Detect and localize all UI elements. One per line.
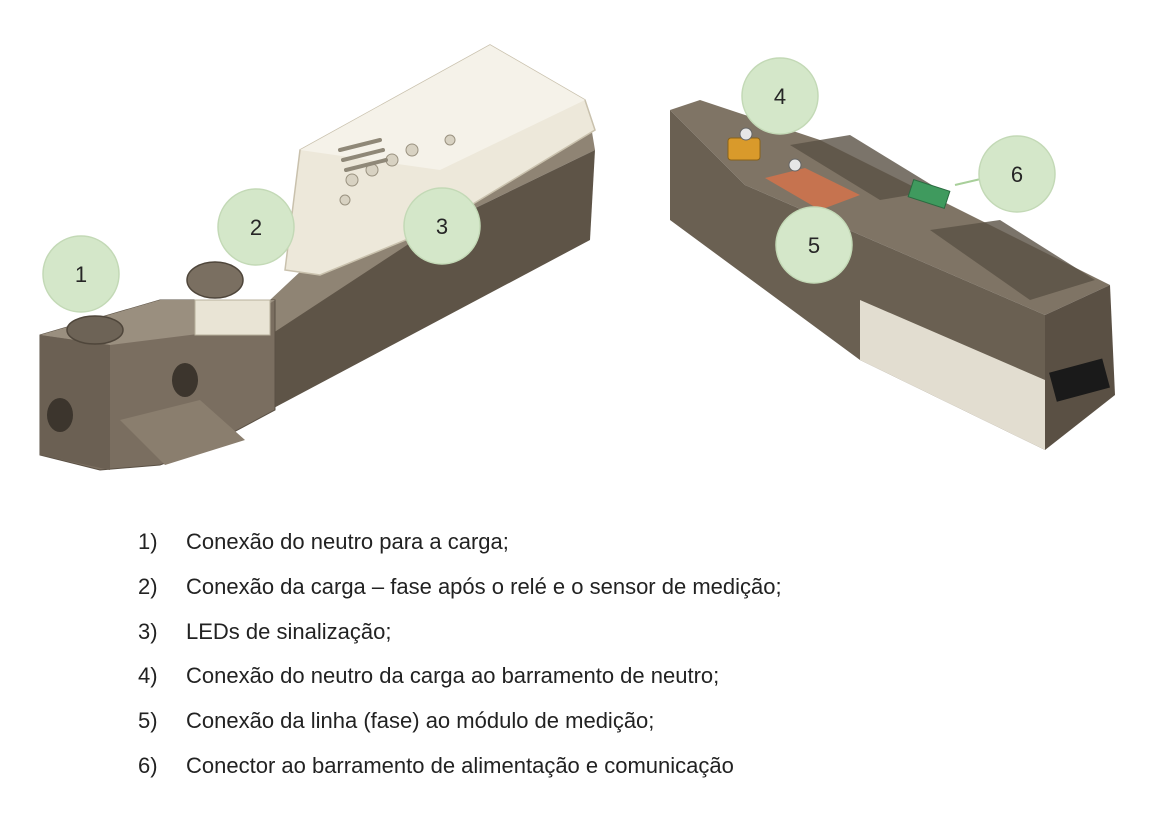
legend-item: 5) Conexão da linha (fase) ao módulo de m… <box>138 707 782 752</box>
svg-text:2: 2 <box>250 215 262 240</box>
svg-text:3: 3 <box>436 214 448 239</box>
callout-5: 5 <box>775 206 853 284</box>
neutral-terminal-pin <box>739 127 753 141</box>
legend-item: 3) LEDs de sinalização; <box>138 618 782 663</box>
left-module-cover-shade <box>300 45 585 170</box>
legend-text: Conector ao barramento de alimentação e … <box>186 752 734 778</box>
callout-1: 1 <box>42 235 120 313</box>
svg-text:6: 6 <box>1011 162 1023 187</box>
left-module <box>39 44 596 471</box>
neutral-screw-terminal <box>47 398 73 432</box>
led-indicators <box>339 134 456 206</box>
phase-terminal-pin <box>788 158 802 172</box>
end-label <box>1049 358 1110 402</box>
callout-4: 4 <box>741 57 819 135</box>
left-module-front-face <box>270 150 595 410</box>
svg-text:4: 4 <box>774 84 786 109</box>
led-indicator <box>345 173 359 187</box>
legend-item: 4) Conexão do neutro da carga ao barramen… <box>138 662 782 707</box>
right-module-light-base <box>860 300 1045 450</box>
legend-text: Conexão da linha (fase) ao módulo de med… <box>186 708 655 734</box>
legend-number: 3) <box>138 618 158 644</box>
legend-number: 2) <box>138 573 158 599</box>
legend-number: 5) <box>138 708 158 734</box>
load-screw-terminal <box>172 363 198 397</box>
svg-text:1: 1 <box>75 262 87 287</box>
neutral-terminal <box>727 137 761 161</box>
legend-number: 4) <box>138 663 158 689</box>
callout-2: 2 <box>217 188 295 266</box>
legend-item: 1) Conexão do neutro para a carga; <box>138 528 782 573</box>
legend-text: Conexão do neutro para a carga; <box>186 529 509 554</box>
phase-terminal-copper <box>765 168 860 210</box>
legend-number: 6) <box>138 752 158 778</box>
device-illustration: 1 2 3 4 5 6 <box>39 44 1115 471</box>
legend-number: 1) <box>138 529 158 554</box>
legend-text: LEDs de sinalização; <box>186 618 392 644</box>
legend-text: Conexão do neutro da carga ao barramento… <box>186 663 720 689</box>
left-terminal-front <box>40 335 110 470</box>
svg-text:5: 5 <box>808 233 820 258</box>
cover-vent-slots <box>338 138 388 172</box>
vent-grille-rear <box>930 220 1095 300</box>
vent-grille-front <box>790 135 940 200</box>
legend-text: Conexão da carga – fase após o relé e o … <box>186 573 782 599</box>
led-indicator <box>339 194 351 206</box>
load-screw-cap <box>186 261 244 299</box>
led-indicator <box>444 134 456 146</box>
callout-6: 6 <box>978 135 1056 213</box>
callout-3: 3 <box>403 187 481 265</box>
bus-connector-green <box>907 178 951 210</box>
relay-housing <box>194 299 271 336</box>
legend-item: 6) Conector ao barramento de alimentação … <box>138 752 782 797</box>
neutral-screw-cap <box>66 315 124 345</box>
left-foot-clip <box>120 400 245 465</box>
right-module <box>670 100 1115 450</box>
legend-list: 1) Conexão do neutro para a carga; 2) Cone… <box>138 528 782 797</box>
legend-item: 2) Conexão da carga – fase após o relé e … <box>138 573 782 618</box>
led-indicator <box>405 143 419 157</box>
